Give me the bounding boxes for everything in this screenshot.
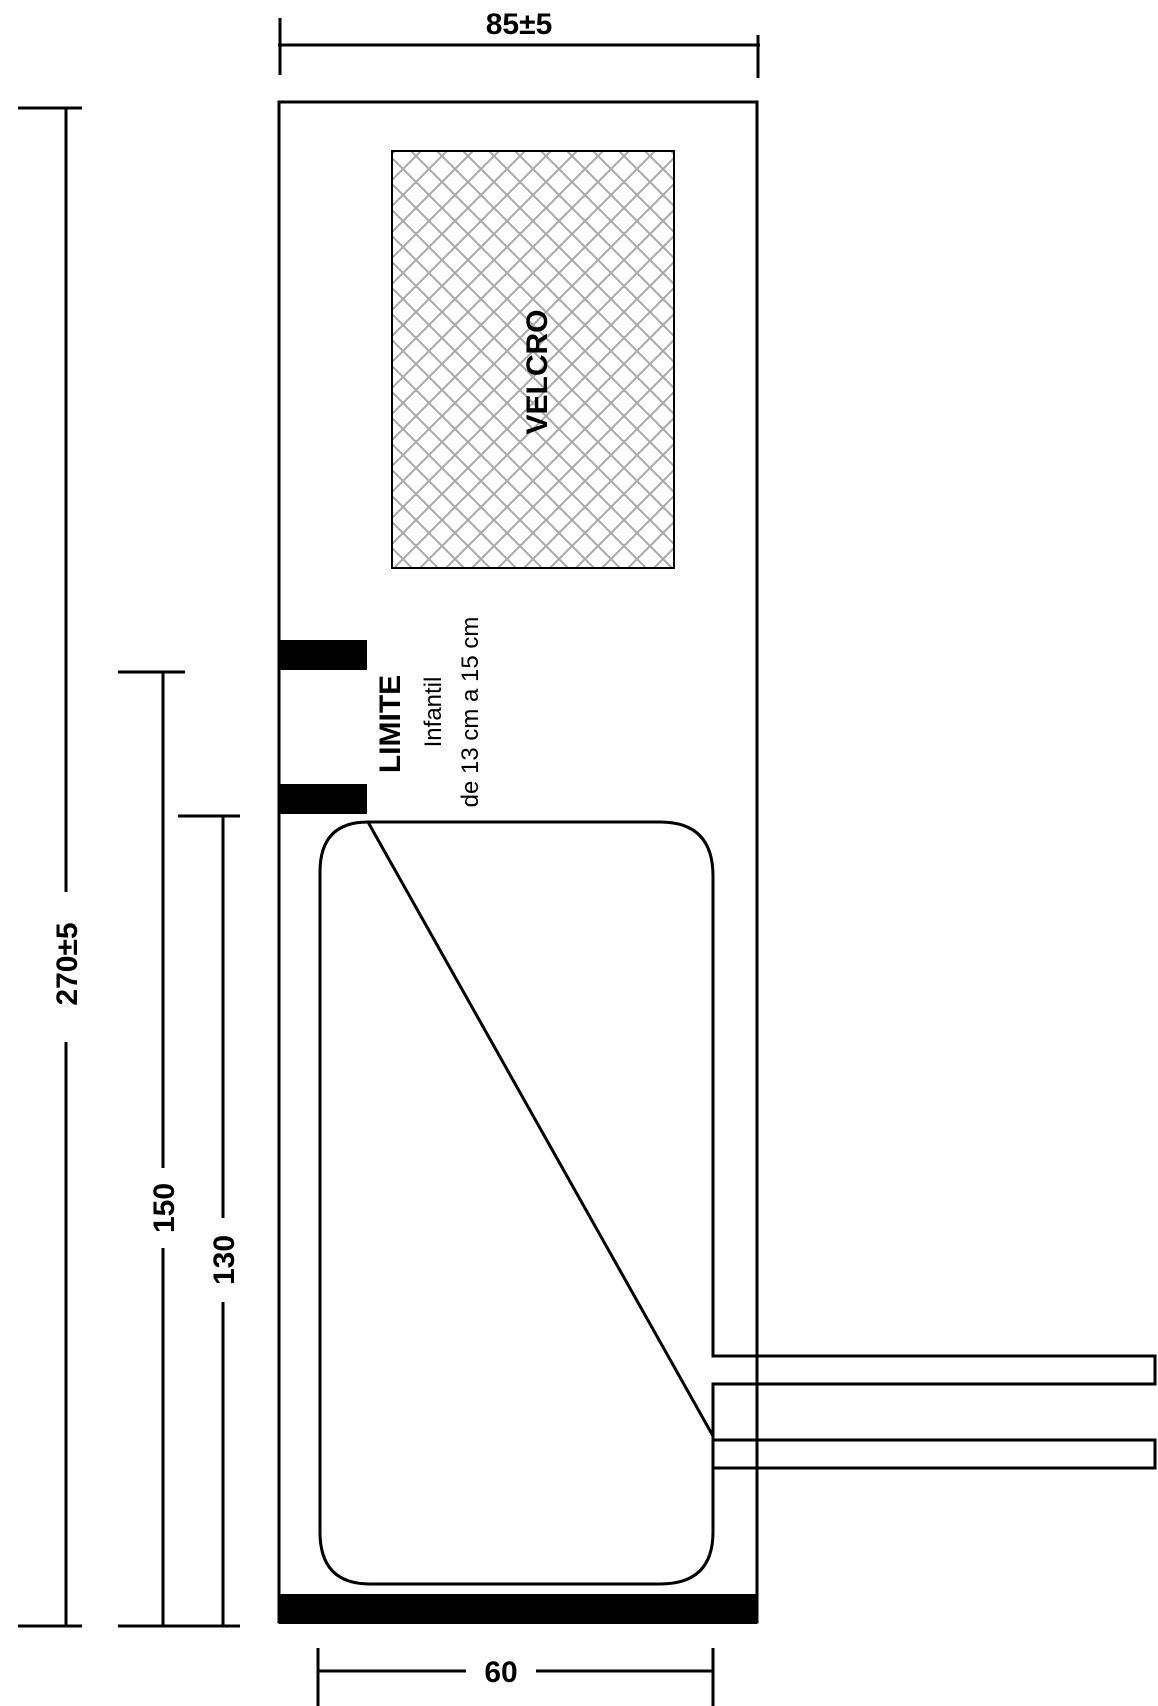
velcro-patch: VELCRO	[391, 150, 675, 569]
bottom-edge-bar	[279, 1594, 757, 1624]
limit-marker-lower	[279, 784, 367, 814]
limit-lower-dimension: 130	[178, 814, 244, 1628]
infantil-label: Infantil	[420, 677, 447, 748]
velcro-label: VELCRO	[521, 309, 554, 434]
inner-width-label: 60	[484, 1656, 517, 1689]
width-dimension: 85±5	[278, 8, 760, 78]
limit-upper-label: 150	[148, 1183, 181, 1233]
limit-upper-dimension: 150	[118, 670, 185, 1628]
height-label: 270±5	[51, 922, 84, 1005]
limite-label: LIMITE	[374, 675, 407, 773]
tubes	[711, 1348, 1157, 1470]
height-dimension: 270±5	[18, 106, 87, 1628]
limit-marker-upper	[279, 640, 367, 670]
bladder-outline	[318, 820, 715, 1586]
inner-width-dimension: 60	[316, 1648, 715, 1706]
width-label: 85±5	[486, 8, 553, 41]
infantil-range-label: de 13 cm a 15 cm	[457, 617, 484, 808]
limit-lower-label: 130	[208, 1235, 241, 1285]
